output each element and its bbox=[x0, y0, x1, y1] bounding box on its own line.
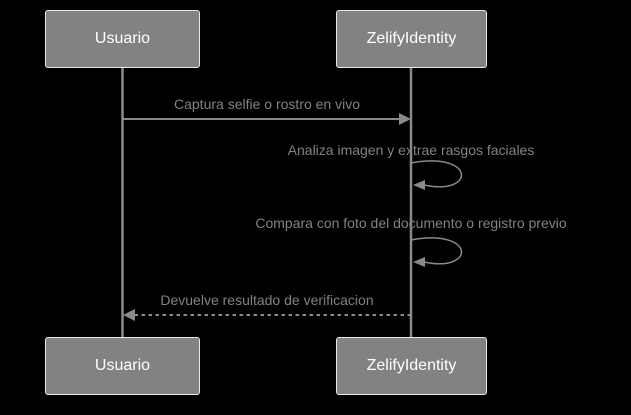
message-arrow-capture bbox=[123, 113, 411, 125]
self-loop-compara bbox=[410, 237, 463, 267]
message-arrow-resultado bbox=[123, 309, 411, 321]
arrowhead-right-icon bbox=[399, 113, 411, 125]
arrowhead-left-icon bbox=[123, 309, 135, 321]
actor-label-usuario: Usuario bbox=[94, 357, 151, 374]
actor-label-usuario: Usuario bbox=[94, 30, 151, 47]
actor-box-zelifyidentity-bottom: ZelifyIdentity bbox=[336, 337, 487, 395]
arrowhead-left-icon bbox=[413, 180, 425, 190]
message-label-compara: Compara con foto del documento o registr… bbox=[255, 215, 567, 231]
actor-box-usuario-bottom: Usuario bbox=[45, 337, 200, 395]
actor-box-zelifyidentity-top: ZelifyIdentity bbox=[336, 10, 487, 68]
message-label-analiza: Analiza imagen y extrae rasgos faciales bbox=[287, 142, 535, 158]
actor-label-zelifyidentity: ZelifyIdentity bbox=[366, 357, 457, 374]
actor-box-usuario-top: Usuario bbox=[45, 10, 200, 68]
message-label-resultado: Devuelve resultado de verificacion bbox=[160, 292, 374, 308]
actor-label-zelifyidentity: ZelifyIdentity bbox=[366, 30, 457, 47]
arrowhead-left-icon bbox=[413, 257, 425, 267]
self-loop-analiza bbox=[410, 160, 463, 190]
message-label-captura: Captura selfie o rostro en vivo bbox=[174, 96, 360, 112]
